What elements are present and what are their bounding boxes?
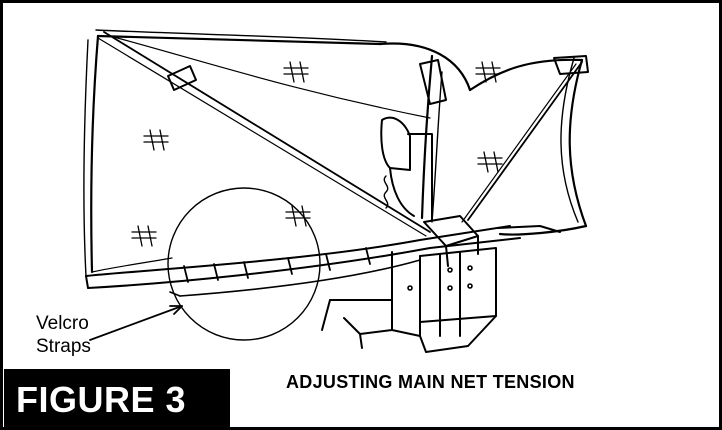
net-hatch-marks <box>131 61 503 247</box>
figure-label: FIGURE 3 <box>4 369 230 430</box>
callout-line-2: Straps <box>36 336 91 357</box>
motor-head <box>380 116 433 221</box>
callout-arrow <box>89 305 183 341</box>
base-stand <box>321 247 497 353</box>
support-cords <box>97 31 583 237</box>
figure-caption: ADJUSTING MAIN NET TENSION <box>286 372 575 392</box>
callout-line-1: Velcro <box>36 313 89 334</box>
center-hub <box>423 215 561 267</box>
corner-caps <box>167 55 589 105</box>
detail-circle <box>167 187 321 341</box>
bottom-frame <box>85 225 521 297</box>
main-net <box>83 29 588 277</box>
velcro-straps-callout: Velcro Straps <box>36 312 91 358</box>
velcro-straps <box>183 247 371 283</box>
